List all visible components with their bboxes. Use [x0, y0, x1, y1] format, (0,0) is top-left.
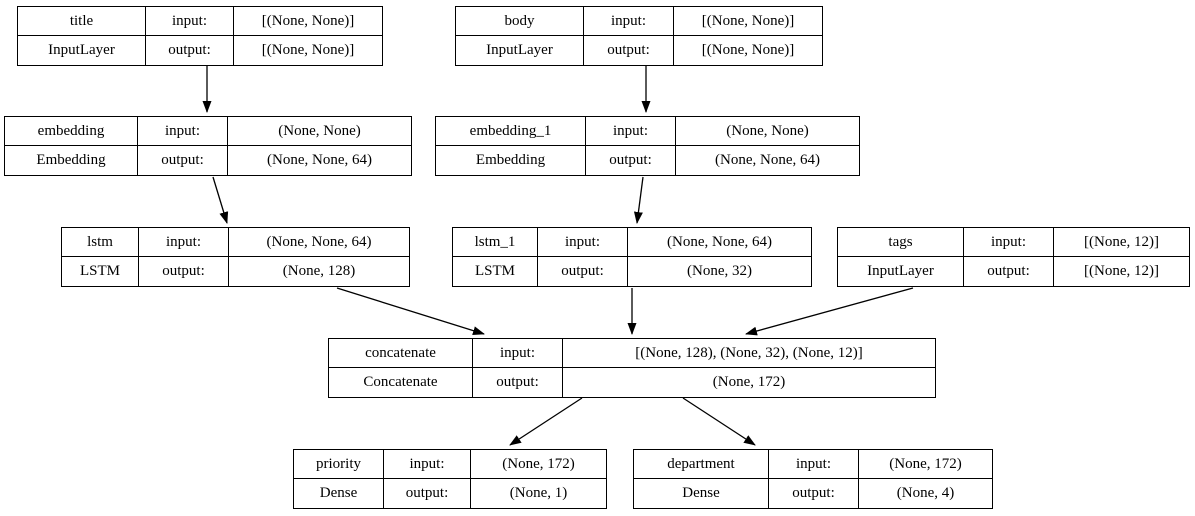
input-label: input: [538, 228, 628, 257]
node-lstm: lstm input: (None, None, 64) LSTM output… [61, 227, 410, 287]
input-shape: [(None, None)] [234, 7, 382, 36]
layer-name: embedding_1 [436, 117, 586, 146]
layer-type: InputLayer [838, 257, 964, 286]
input-label: input: [138, 117, 228, 146]
output-label: output: [384, 479, 471, 508]
node-concatenate: concatenate input: [(None, 128), (None, … [328, 338, 936, 398]
layer-name: tags [838, 228, 964, 257]
output-shape: (None, 32) [687, 263, 752, 279]
layer-name: title [18, 7, 146, 36]
layer-name: concatenate [329, 339, 473, 368]
layer-name: priority [294, 450, 384, 479]
node-body: body input: [(None, None)] InputLayer ou… [455, 6, 823, 66]
output-shape: (None, 1) [509, 485, 568, 501]
input-shape: [(None, None)] [674, 7, 822, 36]
input-label: input: [964, 228, 1054, 257]
edge-embedding_1-lstm_1 [633, 176, 644, 224]
input-shape: [(None, 12)] [1054, 228, 1189, 257]
layer-type: Concatenate [329, 368, 473, 397]
output-label: output: [584, 36, 674, 65]
layer-name: department [634, 450, 769, 479]
layer-type: InputLayer [456, 36, 584, 65]
output-shape: (None, 172) [712, 374, 786, 390]
layer-name: embedding [5, 117, 138, 146]
input-label: input: [769, 450, 859, 479]
input-shape: (None, 172) [471, 450, 606, 479]
output-shape: (None, None, 64) [267, 152, 372, 168]
output-label: output: [769, 479, 859, 508]
layer-type: LSTM [453, 257, 538, 286]
input-shape: [(None, 128), (None, 32), (None, 12)] [563, 339, 935, 368]
input-label: input: [139, 228, 229, 257]
input-label: input: [473, 339, 563, 368]
input-label: input: [584, 7, 674, 36]
node-tags: tags input: [(None, 12)] InputLayer outp… [837, 227, 1190, 287]
output-shape: (None, None, 64) [715, 152, 820, 168]
layer-type: Embedding [436, 146, 586, 175]
output-shape: [(None, None)] [261, 42, 355, 58]
output-shape: (None, 128) [282, 263, 356, 279]
input-shape: (None, None) [676, 117, 859, 146]
input-shape: (None, None) [228, 117, 411, 146]
input-shape: (None, None, 64) [628, 228, 811, 257]
input-label: input: [384, 450, 471, 479]
node-title: title input: [(None, None)] InputLayer o… [17, 6, 383, 66]
layer-name: body [456, 7, 584, 36]
output-label: output: [146, 36, 234, 65]
edge-embedding-lstm [212, 176, 229, 224]
node-lstm_1: lstm_1 input: (None, None, 64) LSTM outp… [452, 227, 812, 287]
output-label: output: [473, 368, 563, 397]
input-shape: (None, 172) [859, 450, 992, 479]
layer-name: lstm_1 [453, 228, 538, 257]
node-department: department input: (None, 172) Dense outp… [633, 449, 993, 509]
node-priority: priority input: (None, 172) Dense output… [293, 449, 607, 509]
input-label: input: [586, 117, 676, 146]
layer-type: LSTM [62, 257, 139, 286]
output-label: output: [139, 257, 229, 286]
output-shape: [(None, None)] [701, 42, 795, 58]
edge-tags-concatenate [745, 287, 914, 336]
edge-concatenate-priority [509, 397, 583, 446]
input-shape: (None, None, 64) [229, 228, 409, 257]
layer-type: Dense [294, 479, 384, 508]
node-embedding: embedding input: (None, None) Embedding … [4, 116, 412, 176]
layer-type: InputLayer [18, 36, 146, 65]
layer-type: Embedding [5, 146, 138, 175]
output-shape: (None, 4) [896, 485, 955, 501]
output-shape: [(None, 12)] [1084, 263, 1159, 279]
output-label: output: [138, 146, 228, 175]
output-label: output: [586, 146, 676, 175]
layer-type: Dense [634, 479, 769, 508]
edge-lstm-concatenate [336, 287, 485, 336]
layer-name: lstm [62, 228, 139, 257]
output-label: output: [538, 257, 628, 286]
input-label: input: [146, 7, 234, 36]
edge-concatenate-department [682, 397, 756, 446]
output-label: output: [964, 257, 1054, 286]
node-embedding_1: embedding_1 input: (None, None) Embeddin… [435, 116, 860, 176]
